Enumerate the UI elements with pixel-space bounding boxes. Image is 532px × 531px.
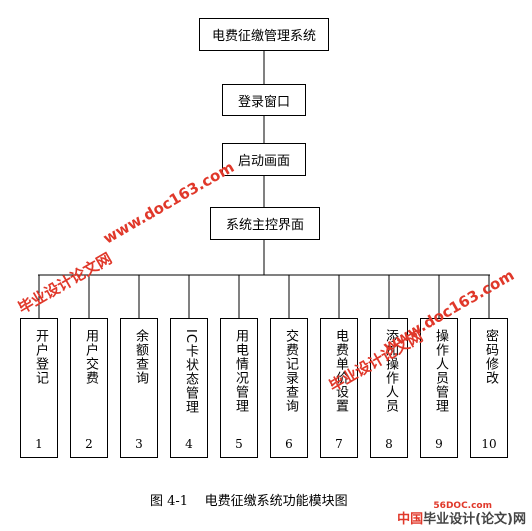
splash-screen-label: 启动画面 — [237, 154, 290, 169]
module-box-1: 开户登记 1 — [20, 318, 58, 458]
module-number: 4 — [185, 437, 193, 451]
watermark-logo-text: 毕业设计(论文)网 — [423, 512, 526, 527]
module-label: 交费记录查询 — [283, 329, 298, 413]
module-number: 2 — [85, 437, 93, 451]
module-box-3: 余额查询 3 — [120, 318, 158, 458]
module-box-6: 交费记录查询 6 — [270, 318, 308, 458]
splash-screen-box: 启动画面 — [222, 143, 306, 176]
system-title-label: 电费征缴管理系统 — [211, 29, 316, 44]
module-label: 用电情况管理 — [233, 329, 248, 413]
figure-caption: 图 4-1 电费征缴系统功能模块图 — [150, 494, 348, 509]
module-label: IC卡状态管理 — [183, 329, 198, 414]
module-box-8: 添加操作人员 8 — [370, 318, 408, 458]
module-number: 9 — [435, 437, 443, 451]
watermark-logo-small: 56DOC.com — [433, 501, 492, 511]
system-title-box: 电费征缴管理系统 — [199, 18, 329, 51]
module-number: 8 — [385, 437, 393, 451]
module-label: 操作人员管理 — [433, 329, 448, 413]
module-label: 开户登记 — [33, 329, 48, 385]
watermark-logo: 中国毕业设计(论文)网 — [397, 508, 526, 527]
main-control-label: 系统主控界面 — [225, 218, 304, 233]
module-box-9: 操作人员管理 9 — [420, 318, 458, 458]
module-box-2: 用户交费 2 — [70, 318, 108, 458]
module-number: 6 — [285, 437, 293, 451]
module-number: 3 — [135, 437, 143, 451]
module-label: 电费单价设置 — [333, 329, 348, 413]
module-number: 1 — [35, 437, 43, 451]
module-box-7: 电费单价设置 7 — [320, 318, 358, 458]
module-box-4: IC卡状态管理 4 — [170, 318, 208, 458]
login-window-box: 登录窗口 — [222, 84, 306, 116]
module-box-5: 用电情况管理 5 — [220, 318, 258, 458]
module-label: 余额查询 — [133, 329, 148, 385]
module-label: 用户交费 — [83, 329, 98, 385]
main-control-box: 系统主控界面 — [210, 207, 320, 240]
module-number: 10 — [481, 437, 497, 451]
module-number: 5 — [235, 437, 243, 451]
module-label: 密码修改 — [483, 329, 498, 385]
watermark-logo-prefix: 中国 — [397, 512, 424, 527]
login-window-label: 登录窗口 — [237, 94, 290, 110]
module-label: 添加操作人员 — [383, 329, 398, 413]
module-box-10: 密码修改 10 — [470, 318, 508, 458]
module-number: 7 — [335, 437, 343, 451]
